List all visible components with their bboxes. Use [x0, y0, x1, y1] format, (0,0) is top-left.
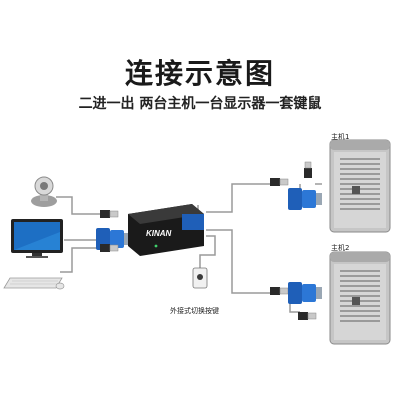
host2-label: 主机2 — [331, 244, 350, 252]
external-switch-label: 外接式切换按键 — [170, 307, 219, 315]
diagram-title: 连接示意图 — [124, 57, 275, 90]
host1-usb-connector — [270, 178, 289, 186]
diagram-subtitle: 二进一出 两台主机一台显示器一套键鼠 — [78, 96, 322, 112]
host1-usb-connector-2 — [304, 161, 312, 178]
keyboard-icon — [3, 277, 65, 290]
status-led-icon — [154, 244, 158, 248]
kvm-switch-box: KINAN — [128, 204, 204, 256]
left-usb-connector-top — [100, 210, 119, 218]
monitor-icon — [11, 219, 63, 258]
host2-computer-icon — [329, 251, 391, 345]
speaker-device-icon — [31, 176, 57, 207]
host2-usb-connector — [270, 287, 289, 295]
host2-vga-connector-icon — [288, 282, 322, 304]
brand-logo: KINAN — [146, 229, 172, 238]
host1-label: 主机1 — [331, 133, 350, 141]
host1-computer-icon — [329, 139, 391, 233]
host2-usb-connector-2 — [298, 312, 317, 320]
external-switch-button-icon — [192, 267, 208, 289]
host1-vga-connector-icon — [288, 188, 322, 210]
left-usb-connector-bottom — [100, 244, 119, 252]
